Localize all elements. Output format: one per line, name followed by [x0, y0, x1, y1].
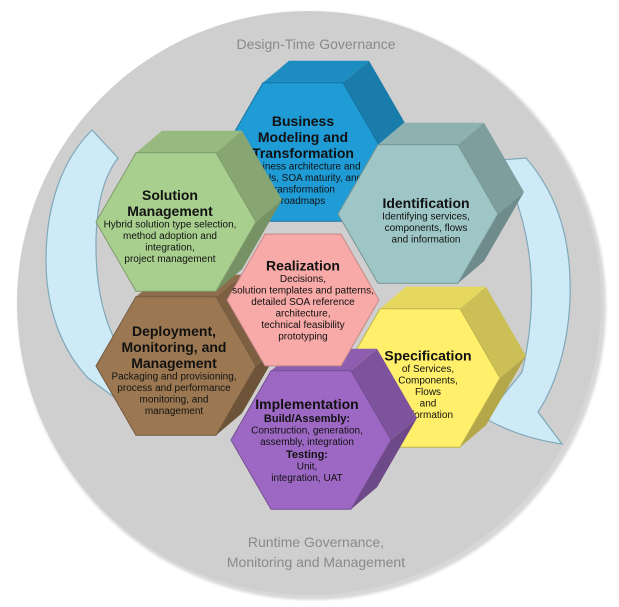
identification-body-line: components, flows [385, 223, 468, 234]
solution-hexagon-side [216, 200, 282, 292]
specification-hexagon-side [460, 286, 526, 378]
realization-body-line: prototyping [278, 332, 327, 343]
implementation-hexagon-face [230, 370, 392, 510]
implementation-title: Implementation [255, 396, 358, 412]
identification-hexagon-face [337, 144, 499, 284]
identification-body-line: Identifying services, [382, 211, 470, 222]
deployment-body-line: process and performance [117, 383, 231, 394]
solution-hexagon-top [136, 130, 242, 153]
business-body-line: transformation [271, 185, 335, 196]
specification-body-line: of Services, [402, 364, 454, 375]
runtime-governance-label-line1: Runtime Governance, [248, 534, 384, 550]
implementation-build-heading: Build/Assembly: [264, 413, 350, 425]
realization-body-line: technical feasibility [261, 320, 344, 331]
identification-body-line: and information [392, 234, 461, 245]
business-body-line: roadmaps [281, 196, 325, 207]
implementation-testing-heading: Testing: [286, 449, 328, 461]
realization-body-line: detailed SOA reference [251, 297, 355, 308]
business-hexagon-side [343, 60, 409, 152]
deployment-hexagon-face [95, 296, 257, 436]
realization-hexagon-face [226, 233, 380, 367]
realization-body-line: Decisions, [280, 274, 326, 285]
deployment-body-line: management [145, 406, 204, 417]
solution-title: Management [127, 203, 213, 219]
implementation-testing-line: integration, UAT [271, 473, 343, 484]
solution-title: Solution [142, 187, 198, 203]
realization-body-line: solution templates and patterns, [232, 286, 374, 297]
implementation-testing-line: Unit, [297, 462, 318, 473]
business-title: Transformation [252, 145, 354, 161]
specification-title: Specification [384, 347, 471, 363]
realization-body-line: architecture, [275, 309, 330, 320]
design-time-governance-label: Design-Time Governance [237, 36, 396, 52]
realization-title: Realization [266, 258, 340, 274]
business-title: Business [272, 113, 334, 129]
right-cycle-arrow [487, 157, 571, 445]
identification-hexagon-side [458, 192, 524, 284]
specification-body-line: Components, [398, 375, 457, 386]
deployment-body-line: Packaging and provisioning, [111, 372, 236, 383]
solution-body-line: Hybrid solution type selection, [104, 220, 237, 231]
solution-body-line: method adoption and [123, 231, 217, 242]
identification-hexagon-top [378, 122, 484, 145]
business-hexagon-top [263, 60, 369, 83]
solution-body-line: integration, [145, 243, 194, 254]
specification-hexagon-top [380, 286, 486, 309]
identification-hexagon-side [458, 122, 524, 214]
deployment-title: Monitoring, and [122, 339, 227, 355]
solution-hexagon-side [216, 130, 282, 222]
specification-body-line: Flows [415, 387, 441, 398]
business-title: Modeling and [258, 129, 348, 145]
business-body-line: models, SOA maturity, and [244, 173, 362, 184]
implementation-build-line: Construction, generation, [251, 426, 363, 437]
solution-body-line: project management [124, 254, 215, 265]
business-body-line: Business architecture and [245, 162, 360, 173]
left-cycle-arrow [45, 129, 147, 401]
identification-title: Identification [382, 195, 469, 211]
runtime-governance-label-line2: Monitoring and Management [227, 554, 405, 570]
specification-body-line: Information [403, 410, 453, 421]
deployment-body-line: monitoring, and [140, 395, 209, 406]
implementation-hexagon-side [351, 418, 417, 510]
deployment-title: Management [131, 355, 217, 371]
specification-hexagon-side [460, 356, 526, 448]
specification-body-line: and [420, 398, 437, 409]
implementation-build-line: assembly, integration [260, 437, 354, 448]
implementation-hexagon-side [351, 348, 417, 440]
deployment-hexagon-side [216, 344, 282, 436]
solution-hexagon-face [95, 152, 257, 292]
deployment-title: Deployment, [132, 323, 216, 339]
